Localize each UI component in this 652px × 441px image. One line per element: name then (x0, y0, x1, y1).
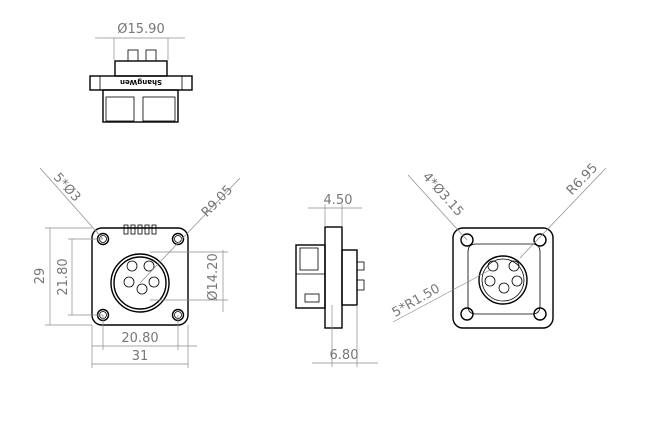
front-holes-label: 5*Ø3 (50, 170, 83, 205)
mounting-holes (96, 232, 185, 322)
hole-spacing-vertical-label: 21.80 (56, 258, 71, 295)
front-radius-label: R9.05 (199, 183, 236, 221)
hole-spacing-horizontal-label: 20.80 (121, 331, 158, 346)
pin-radius-label: 5*R1.50 (390, 281, 443, 320)
rear-mounting-holes (460, 233, 547, 321)
width-label: 31 (132, 349, 149, 364)
rear-contact-pins (484, 260, 523, 294)
top-view: Ø15.90 ShangWen (89, 22, 193, 123)
rear-depth-label: 6.80 (330, 348, 359, 363)
flange-thickness-label: 4.50 (324, 193, 353, 208)
side-view: 4.50 6.80 (295, 193, 378, 367)
front-view: 29 21.80 Ø14.20 20.80 31 5*Ø3 R9.05 (33, 167, 241, 368)
logo-text: ShangWen (120, 78, 162, 86)
inner-diameter-label: Ø14.20 (206, 253, 221, 300)
height-label: 29 (33, 268, 48, 285)
top-diameter-label: Ø15.90 (117, 22, 164, 37)
contact-pins (123, 260, 160, 295)
rear-view: 4*Ø3.15 R6.95 5*R1.50 (390, 161, 607, 329)
